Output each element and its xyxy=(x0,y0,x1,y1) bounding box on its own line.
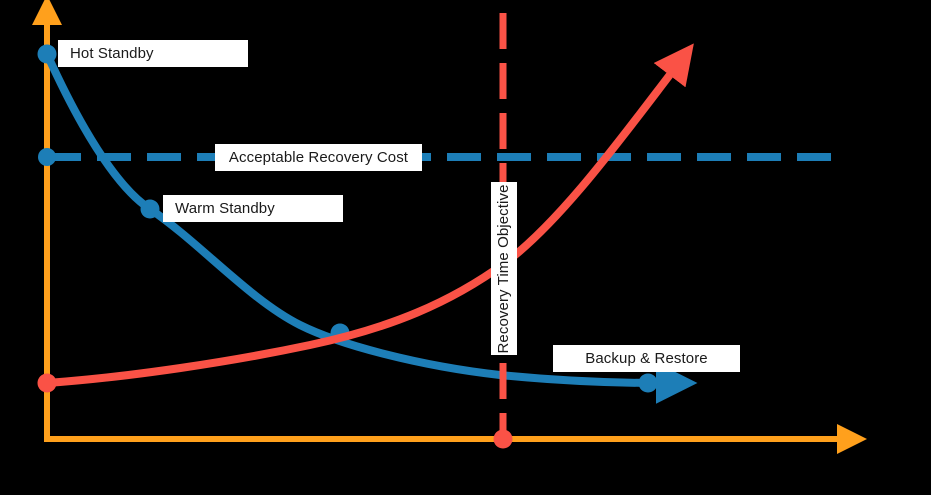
cost-curve-line xyxy=(43,50,698,404)
acceptable-recovery-cost-origin-dot xyxy=(38,148,56,166)
callout-recovery-time-objective: Recovery Time Objective xyxy=(491,182,517,355)
callout-warm-standby: Warm Standby xyxy=(163,195,343,222)
marker-warm-standby xyxy=(140,199,160,219)
marker-impact-origin xyxy=(37,373,57,393)
reference-line-acceptable-recovery-cost xyxy=(38,148,845,166)
marker-backup-restore xyxy=(638,373,658,393)
impact-curve-group xyxy=(37,43,694,393)
callout-hot-standby: Hot Standby xyxy=(58,40,248,67)
callout-recovery-time-objective-text: Recovery Time Objective xyxy=(495,183,512,354)
callout-backup-restore: Backup & Restore xyxy=(553,345,740,372)
callout-acceptable-recovery-cost: Acceptable Recovery Cost xyxy=(215,144,422,171)
marker-hot-standby xyxy=(37,44,57,64)
impact-curve-line xyxy=(43,43,694,387)
axis-group xyxy=(32,0,867,454)
cost-curve-group xyxy=(37,44,698,404)
recovery-time-objective-base-dot xyxy=(493,429,513,449)
